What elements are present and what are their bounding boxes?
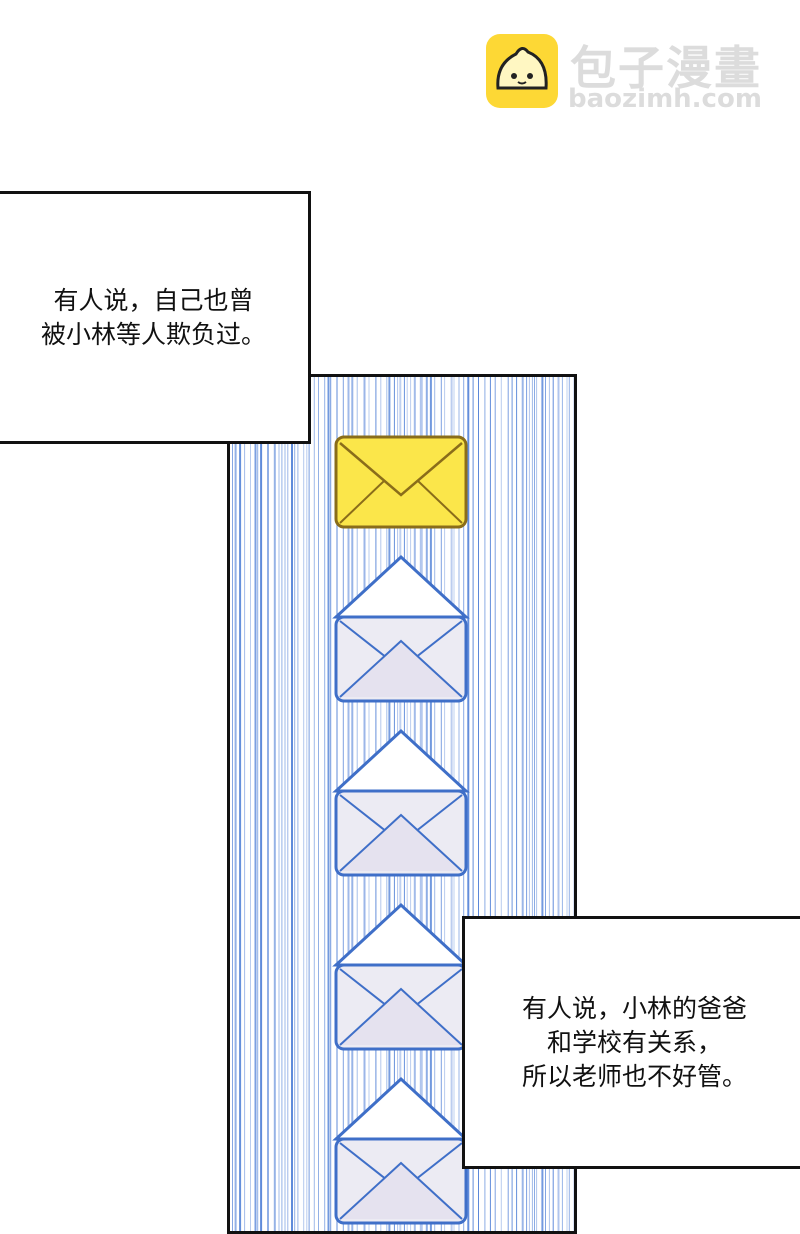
speed-line [557,377,560,1231]
speed-line [484,377,486,1231]
speed-line [318,377,319,1231]
envelope-yellow-icon [334,435,468,529]
speed-line [294,377,296,1231]
speed-line [467,377,470,1231]
speed-line [489,377,491,1231]
speed-line [308,377,310,1231]
speed-line [534,377,535,1231]
speed-line [287,377,289,1231]
speed-line [545,377,546,1231]
speed-line [278,377,280,1231]
speed-line [260,377,263,1231]
caption-2-line-1: 有人说，小林的爸爸 [521,993,747,1023]
speed-line [511,377,513,1231]
speed-line [234,377,237,1231]
speed-line [548,377,550,1231]
speed-line [297,377,299,1231]
envelope-open-icon [332,902,470,1051]
speed-line [303,377,305,1231]
watermark: 包子漫畫 baozimh.com [486,34,786,114]
speed-line [507,377,509,1231]
caption-1-line-2: 被小林等人欺负过。 [40,319,266,349]
speed-line [528,377,530,1231]
caption-2-line-3: 所以老师也不好管。 [521,1061,747,1091]
speed-line [313,377,315,1231]
caption-2-line-2: 和学校有关系， [546,1027,722,1057]
speed-line [536,377,538,1231]
speed-line [284,377,286,1231]
speed-line [500,377,502,1231]
speed-line [566,377,568,1231]
speed-line [273,377,276,1231]
speed-line [541,377,544,1231]
speed-line [494,377,496,1231]
envelope-open-icon [332,554,470,703]
speed-line [516,377,518,1231]
speed-line [478,377,479,1231]
envelope-open-icon [332,728,470,877]
speed-line [327,377,330,1231]
speed-line [281,377,283,1231]
speed-line [330,377,332,1231]
speed-line [250,377,251,1231]
caption-box-2: 有人说，小林的爸爸 和学校有关系， 所以老师也不好管。 [462,916,800,1169]
speed-line [257,377,259,1231]
caption-text-1: 有人说，自己也曾 被小林等人欺负过。 [41,284,266,352]
speed-line [526,377,528,1231]
caption-box-1: 有人说，自己也曾 被小林等人欺负过。 [0,191,311,444]
speed-line [324,377,326,1231]
speed-line [244,377,246,1231]
speed-line [531,377,533,1231]
speed-line [472,377,474,1231]
watermark-url: baozimh.com [568,84,762,114]
baozi-logo-icon [486,34,558,108]
envelope-open-icon [332,1076,470,1225]
speed-line [232,377,233,1231]
speed-line [561,377,563,1231]
watermark-title: 包子漫畫 [570,41,762,95]
speed-line [573,377,574,1231]
comic-panel [227,374,577,1234]
speed-line [239,377,242,1231]
speed-line [306,377,308,1231]
speed-line [254,377,257,1231]
speed-line [552,377,554,1231]
caption-text-2: 有人说，小林的爸爸 和学校有关系， 所以老师也不好管。 [522,992,747,1094]
speed-line [521,377,524,1231]
speed-line [568,377,570,1231]
speed-line [267,377,269,1231]
caption-1-line-1: 有人说，自己也曾 [53,285,254,315]
speed-line [291,377,293,1231]
